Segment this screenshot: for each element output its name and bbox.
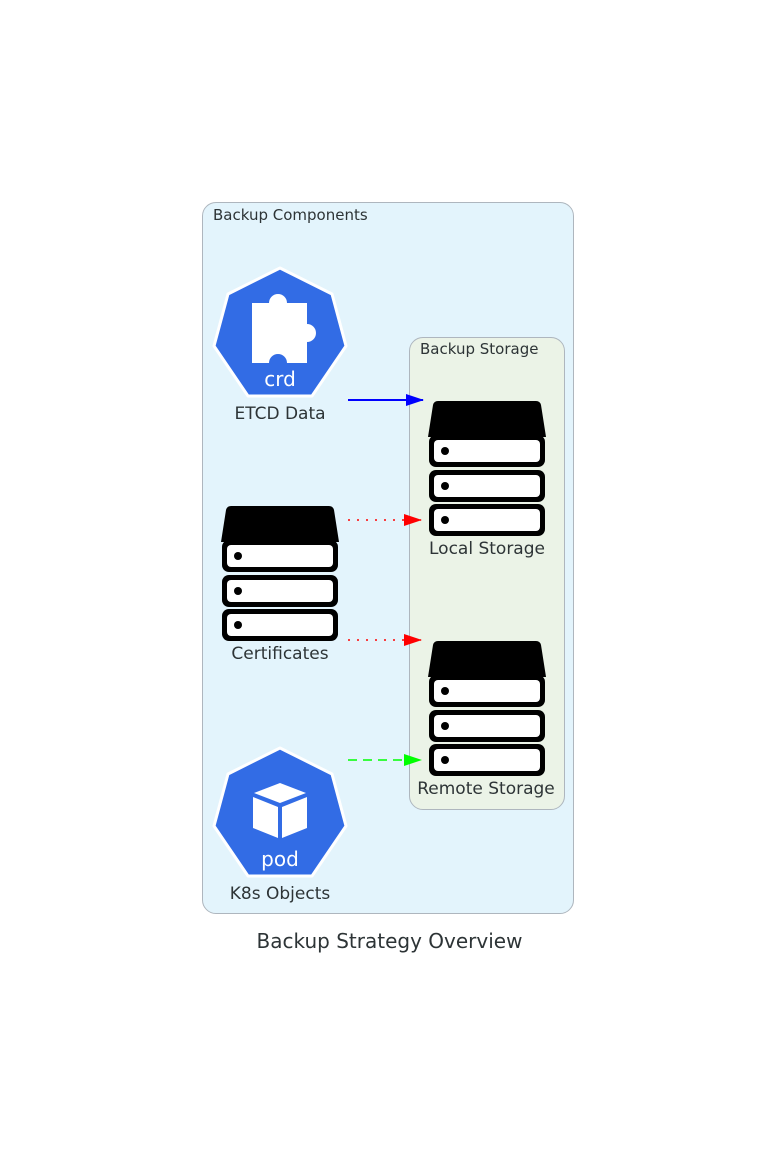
etcd-data-label: ETCD Data — [234, 404, 326, 424]
diagram-title: Backup Strategy Overview — [256, 929, 523, 953]
k8s-objects-label: K8s Objects — [229, 884, 331, 904]
certificates-label: Certificates — [231, 644, 329, 664]
backup-components-label: Backup Components — [213, 206, 368, 224]
crd-icon-text: crd — [264, 367, 296, 391]
backup-storage-label: Backup Storage — [420, 340, 539, 358]
remote-storage-label: Remote Storage — [417, 779, 555, 799]
crd-icon: crd — [212, 266, 348, 398]
remote-storage-icon — [428, 641, 546, 776]
pod-icon: pod — [212, 746, 348, 878]
certificates-storage-icon — [221, 506, 339, 641]
local-storage-label: Local Storage — [429, 539, 545, 559]
pod-icon-text: pod — [261, 847, 299, 871]
local-storage-icon — [428, 401, 546, 536]
